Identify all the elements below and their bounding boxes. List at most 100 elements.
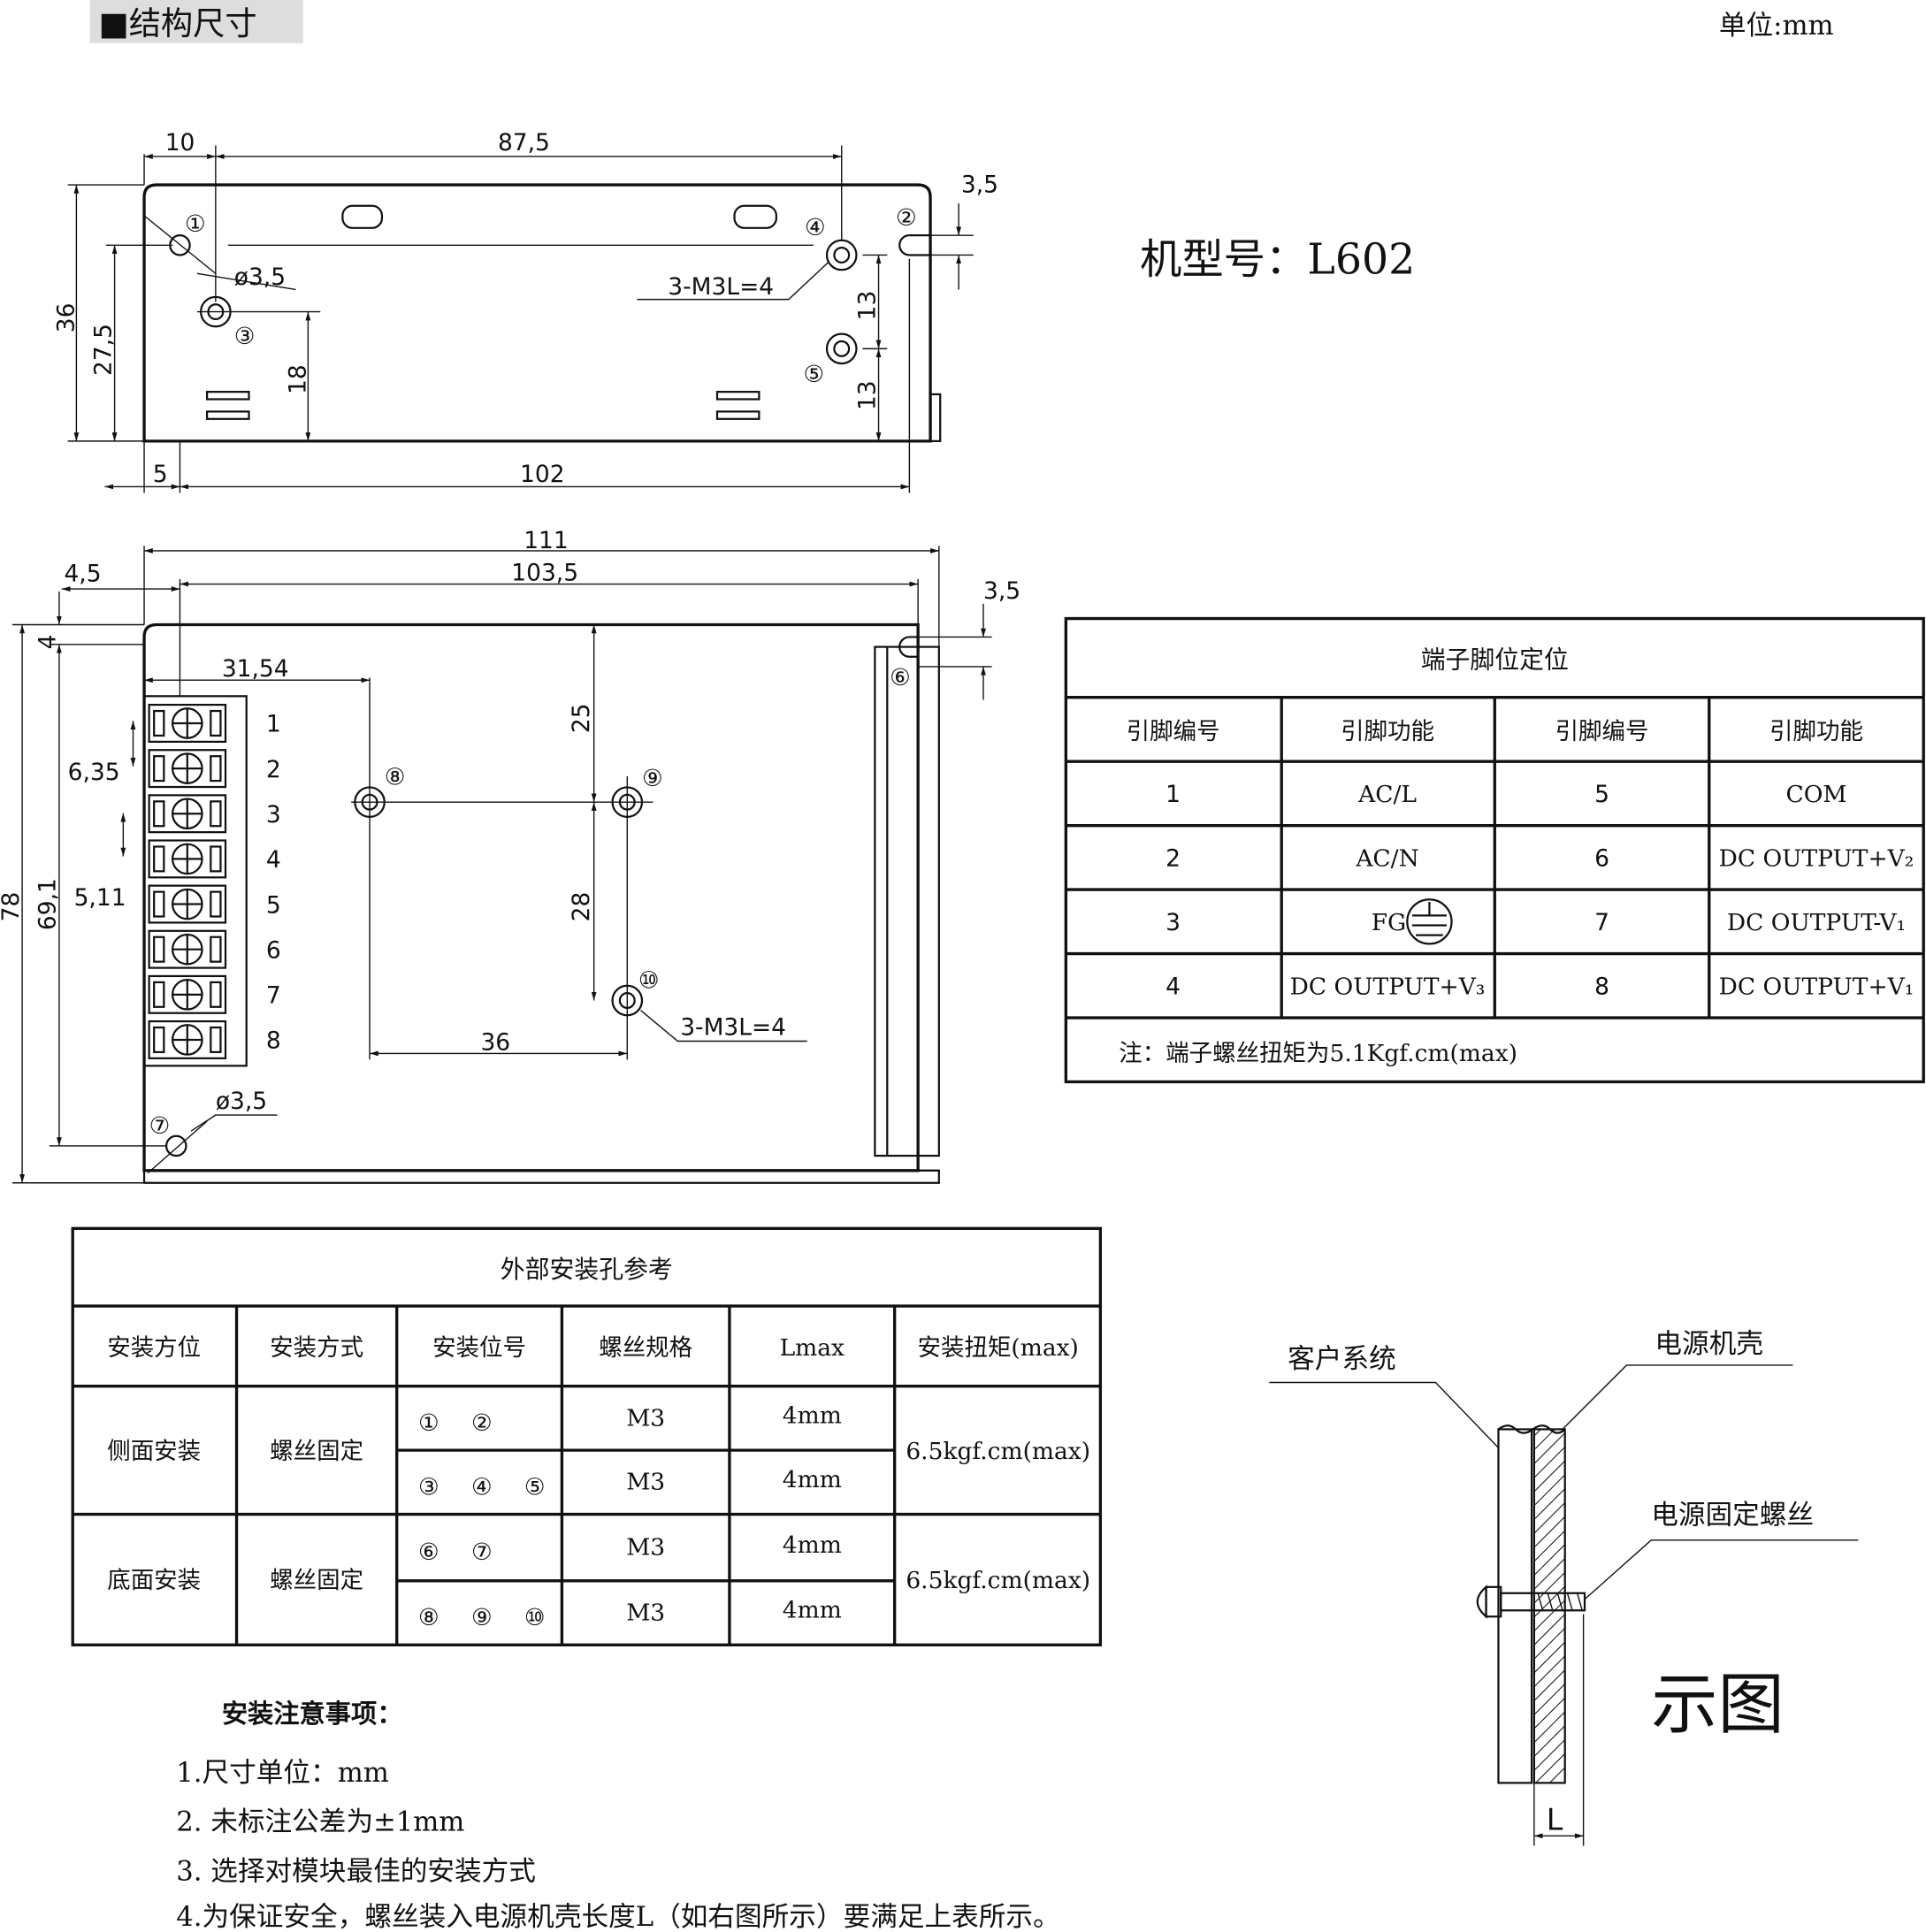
pin-function: DC OUTPUT+V₃ (1290, 974, 1486, 1001)
terminal-screw-icon (148, 929, 227, 969)
install-notes: 安装注意事项： 1.尺寸单位：mm 2. 未标注公差为±1mm 3. 选择对模块… (176, 1699, 1059, 1932)
terminal-screw-icon (148, 1019, 227, 1059)
install-table: 外部安装孔参考 安装方位 安装方式 安装位号 螺丝规格 Lmax 安装扭矩(max) 侧面安… (71, 1226, 1103, 1646)
screw-icon (1476, 1585, 1586, 1619)
install-table-header: 安装位号 (432, 1334, 526, 1362)
terminal-screw-icon (148, 839, 227, 879)
svg-text:36: 36 (53, 303, 80, 333)
install-torque: 6.5kgf.cm(max) (906, 1438, 1090, 1465)
lmax-value: 4mm (783, 1401, 842, 1429)
svg-text:78: 78 (0, 892, 25, 922)
svg-text:5: 5 (153, 461, 168, 488)
install-position: 侧面安装 (107, 1438, 201, 1465)
terminal-number: 5 (266, 891, 281, 919)
svg-text:3,5: 3,5 (983, 577, 1020, 605)
hole-number: ① (418, 1409, 439, 1437)
pin-number: 3 (1166, 909, 1181, 936)
terminal-number: 7 (266, 982, 281, 1010)
lmax-value: 4mm (783, 1597, 842, 1624)
hole-number: ⑦ (471, 1539, 493, 1566)
install-torque: 6.5kgf.cm(max) (906, 1567, 1090, 1594)
svg-text:①: ① (185, 210, 206, 238)
pin-number: 1 (1166, 781, 1181, 808)
pin-number: 6 (1594, 845, 1609, 873)
hole-number: ⑥ (418, 1539, 439, 1566)
svg-text:ø3,5: ø3,5 (234, 263, 286, 291)
hole-number: ③ (418, 1473, 439, 1501)
svg-text:36: 36 (480, 1028, 510, 1056)
pin-function: COM (1785, 781, 1846, 808)
svg-text:69,1: 69,1 (34, 878, 62, 930)
svg-text:13: 13 (853, 291, 881, 321)
terminal-number: 6 (266, 936, 281, 964)
screw-spec: M3 (626, 1534, 665, 1562)
terminal-screw-icon (148, 794, 227, 834)
svg-text:10: 10 (165, 129, 195, 157)
hole-number: ④ (471, 1473, 493, 1501)
hole-number: ⑨ (471, 1604, 493, 1631)
svg-text:103,5: 103,5 (511, 559, 578, 586)
pin-number: 8 (1594, 974, 1609, 1001)
svg-text:6,35: 6,35 (68, 759, 120, 786)
screw-spec: M3 (626, 1469, 665, 1496)
svg-text:31,54: 31,54 (222, 655, 289, 683)
svg-text:ø3,5: ø3,5 (216, 1088, 267, 1115)
install-table-header: 安装扭矩(max) (918, 1334, 1079, 1362)
svg-text:③: ③ (234, 323, 256, 350)
svg-text:28: 28 (568, 892, 595, 922)
svg-text:⑤: ⑤ (804, 361, 825, 388)
terminal-screw-icon (148, 703, 227, 744)
install-table-header: 安装方位 (107, 1334, 201, 1362)
hole-number: ② (471, 1409, 493, 1437)
svg-text:4: 4 (34, 635, 62, 650)
pin-number: 2 (1166, 845, 1181, 873)
hole-number: ⑧ (418, 1604, 439, 1631)
svg-text:13: 13 (853, 380, 881, 410)
label-customer-system: 客户系统 (1288, 1344, 1396, 1375)
pin-function: DC OUTPUT+V₂ (1719, 845, 1915, 873)
hole-number: ⑩ (524, 1604, 546, 1631)
install-table-header: Lmax (780, 1334, 845, 1362)
pin-number: 5 (1594, 781, 1609, 808)
earth-ground-icon (1406, 898, 1453, 945)
install-table-title: 外部安装孔参考 (501, 1255, 673, 1284)
install-position: 底面安装 (107, 1567, 201, 1594)
note-item: 4.为保证安全，螺丝装入电源机壳长度L（如右图所示）要满足上表所示。 (176, 1902, 1059, 1932)
unit-label: 单位:mm (1719, 11, 1834, 42)
svg-text:3-M3L=4: 3-M3L=4 (668, 273, 774, 301)
pin-table-header: 引脚功能 (1769, 718, 1863, 745)
pin-table-header: 引脚编号 (1127, 718, 1220, 745)
pin-table-note: 注：端子螺丝扭矩为5.1Kgf.cm(max) (1119, 1040, 1517, 1067)
notes-title: 安装注意事项： (222, 1699, 403, 1729)
install-table-header: 螺丝规格 (599, 1334, 692, 1362)
pin-table-title: 端子脚位定位 (1421, 645, 1569, 674)
top-view-drawing (67, 145, 974, 493)
svg-text:4,5: 4,5 (64, 561, 101, 588)
pin-number: 4 (1166, 974, 1181, 1001)
svg-text:3-M3L=4: 3-M3L=4 (680, 1014, 786, 1042)
svg-text:⑧: ⑧ (385, 764, 406, 791)
svg-text:25: 25 (568, 703, 595, 733)
svg-text:5,11: 5,11 (74, 884, 126, 912)
model-number: 机型号：L602 (1140, 235, 1415, 284)
pin-table-header: 引脚功能 (1341, 718, 1434, 745)
pin-function: DC OUTPUT+V₁ (1719, 974, 1915, 1001)
terminal-screw-icon (148, 749, 227, 789)
top-view-dimensions: 10 87,5 3,5 36 27,5 ø3,5 3-M3L=4 13 13 1… (53, 129, 998, 488)
svg-text:⑨: ⑨ (642, 765, 663, 792)
install-table-header: 安装方式 (270, 1334, 363, 1362)
terminal-number: 1 (266, 711, 281, 738)
pin-number: 7 (1594, 909, 1609, 936)
label-psu-screw: 电源固定螺丝 (1651, 1501, 1814, 1531)
note-item: 2. 未标注公差为±1mm (176, 1807, 464, 1838)
terminal-number: 4 (266, 846, 281, 874)
pin-table-header: 引脚编号 (1555, 718, 1649, 745)
label-psu-case: 电源机壳 (1655, 1329, 1763, 1360)
svg-text:3,5: 3,5 (961, 171, 998, 198)
terminal-number: 2 (266, 756, 281, 783)
bottom-view-dimensions: 111 103,5 4,5 3,5 4 31,54 25 6,35 5,11 7… (0, 527, 1020, 1140)
hole-number: ⑤ (524, 1473, 546, 1501)
svg-text:27,5: 27,5 (89, 324, 117, 376)
